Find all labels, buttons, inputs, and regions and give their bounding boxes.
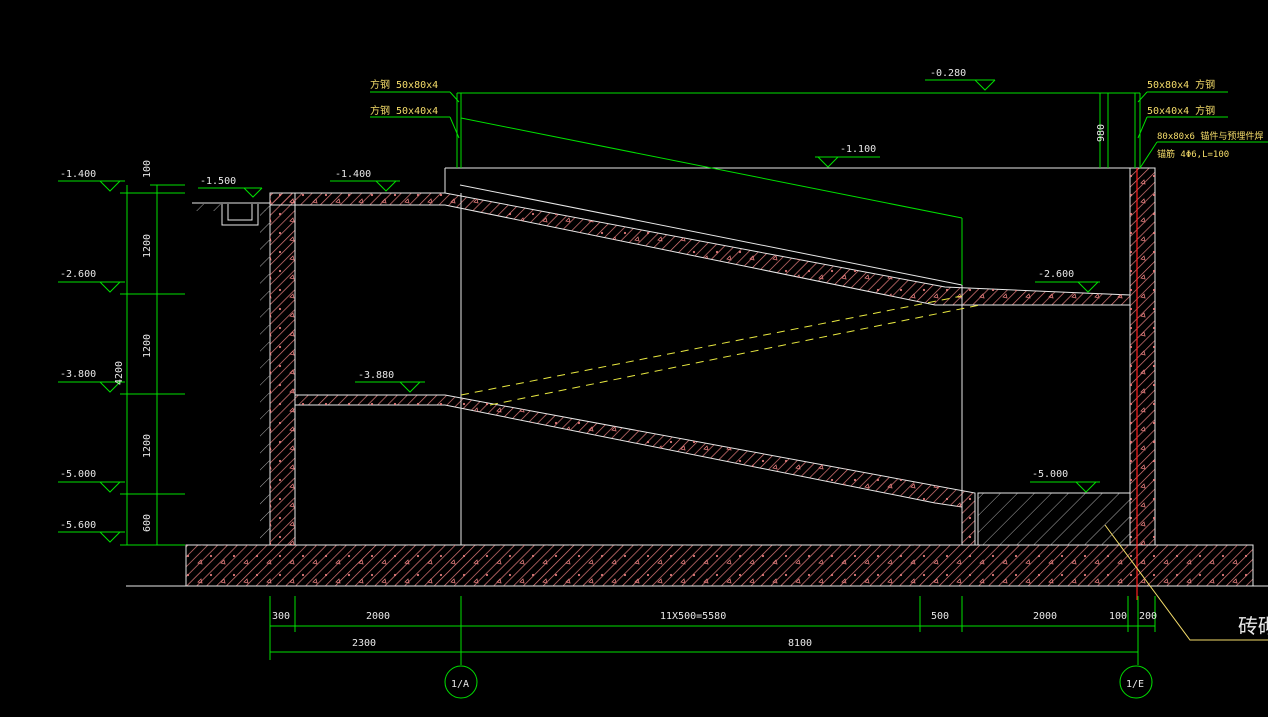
elev-roof: -1.100 [840, 144, 876, 155]
callout-top-left-1: 方钢 50x80x4 [370, 78, 438, 91]
hdim-8100: 8100 [788, 638, 812, 649]
scale-elev-1400: -1.400 [60, 169, 96, 180]
brick-infill [977, 492, 1131, 546]
callout-top-right-3: 80x80x6 锚件与预埋件焊 [1157, 130, 1263, 142]
hdim-500: 500 [931, 611, 949, 622]
callout-top-left-2: 方钢 50x40x4 [370, 104, 438, 117]
grid-axis-markers [444, 665, 1153, 699]
hdim-5580: 11X500=5580 [660, 611, 726, 622]
vdim-1200-c: 1200 [142, 434, 153, 458]
elev-left-1400: -1.400 [335, 169, 371, 180]
steel-frame [456, 92, 1141, 285]
elevation-markers [198, 79, 1100, 493]
vdim-4200: 4200 [114, 361, 125, 385]
vdim-980: 980 [1096, 124, 1107, 142]
scale-elev-3800: -3.800 [60, 369, 96, 380]
horizontal-dim-labels: 300 2000 11X500=5580 500 2000 100 200 23… [272, 611, 1157, 649]
base-slab [185, 544, 1254, 587]
drain-channel [192, 202, 270, 226]
elev-right-5000: -5.000 [1032, 469, 1068, 480]
vdim-600: 600 [142, 514, 153, 532]
vdim-1200-b: 1200 [142, 334, 153, 358]
upper-ramp-slab [269, 192, 1131, 306]
hdim-100: 100 [1109, 611, 1127, 622]
left-wall [260, 192, 296, 546]
elev-top: -0.280 [930, 68, 966, 79]
hdim-2000-b: 2000 [1033, 611, 1057, 622]
elev-mid-3880: -3.880 [358, 370, 394, 381]
steel-callouts: 方钢 50x80x4 方钢 50x40x4 50x80x4 方钢 50x40x4… [370, 78, 1268, 638]
hdim-300: 300 [272, 611, 290, 622]
callout-leaders [370, 91, 1268, 169]
callout-top-right-1: 50x80x4 方钢 [1147, 78, 1215, 91]
material-label: 砖砌 [1238, 614, 1268, 638]
axis-labels: 1/A 1/E [451, 679, 1144, 690]
vdim-1200-a: 1200 [142, 234, 153, 258]
hdim-2000-a: 2000 [366, 611, 390, 622]
axis-label-1E: 1/E [1126, 679, 1144, 690]
scale-elev-5600: -5.600 [60, 520, 96, 531]
lower-ramp-slab [294, 394, 976, 546]
elev-right-2600: -2.600 [1038, 269, 1074, 280]
hdim-200: 200 [1139, 611, 1157, 622]
hdim-2300: 2300 [352, 638, 376, 649]
axis-bubble-1A [444, 665, 478, 699]
vdim-100: 100 [142, 160, 153, 178]
right-wall [1129, 167, 1156, 546]
horizontal-dimensions [269, 596, 1156, 665]
elev-left-1500: -1.500 [200, 176, 236, 187]
scale-elev-2600: -2.600 [60, 269, 96, 280]
material-leader [1104, 524, 1268, 641]
callout-top-right-4: 锚筋 4Φ6,L=100 [1157, 148, 1229, 160]
elevation-labels: -0.280 -1.100 -1.400 -1.500 -2.600 -3.88… [60, 68, 1074, 531]
outline-lines [444, 167, 1130, 545]
vertical-dim-labels: 100 1200 1200 1200 600 4200 980 [114, 124, 1107, 532]
hidden-ramp-lines [460, 295, 981, 406]
axis-bubble-1E [1119, 665, 1153, 699]
scale-elev-5000: -5.000 [60, 469, 96, 480]
callout-top-right-2: 50x40x4 方钢 [1147, 104, 1215, 117]
left-scale [58, 180, 185, 546]
axis-label-1A: 1/A [451, 679, 469, 690]
